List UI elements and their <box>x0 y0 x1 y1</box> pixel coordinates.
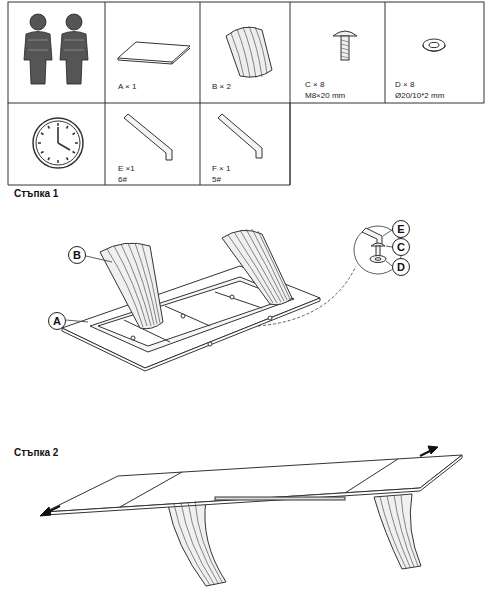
part-size: M8×20 mm <box>305 91 345 101</box>
callout-letter: B <box>73 249 81 261</box>
part-count: B × 2 <box>212 82 231 92</box>
step-heading: Стъпка 1 <box>14 188 58 200</box>
callout-circle: C <box>392 238 410 256</box>
tool-size: 6# <box>118 175 127 185</box>
part-count: E ×1 <box>118 164 135 174</box>
callout-circle: B <box>68 246 86 264</box>
callout-letter: A <box>53 315 61 327</box>
part-count: D × 8 <box>395 80 414 90</box>
step-heading: Стъпка 2 <box>14 447 58 459</box>
callout-circle: E <box>392 220 410 238</box>
callout-circle: D <box>392 258 410 276</box>
tool-size: 5# <box>212 175 221 185</box>
callout-letter: D <box>397 261 405 273</box>
callout-letter: E <box>397 223 404 235</box>
part-count: F × 1 <box>212 164 230 174</box>
callout-letter: C <box>397 241 405 253</box>
part-count: A × 1 <box>118 82 136 92</box>
callout-circle: A <box>48 312 66 330</box>
part-count: C × 8 <box>305 80 324 90</box>
part-size: Ø20/10*2 mm <box>395 91 444 101</box>
